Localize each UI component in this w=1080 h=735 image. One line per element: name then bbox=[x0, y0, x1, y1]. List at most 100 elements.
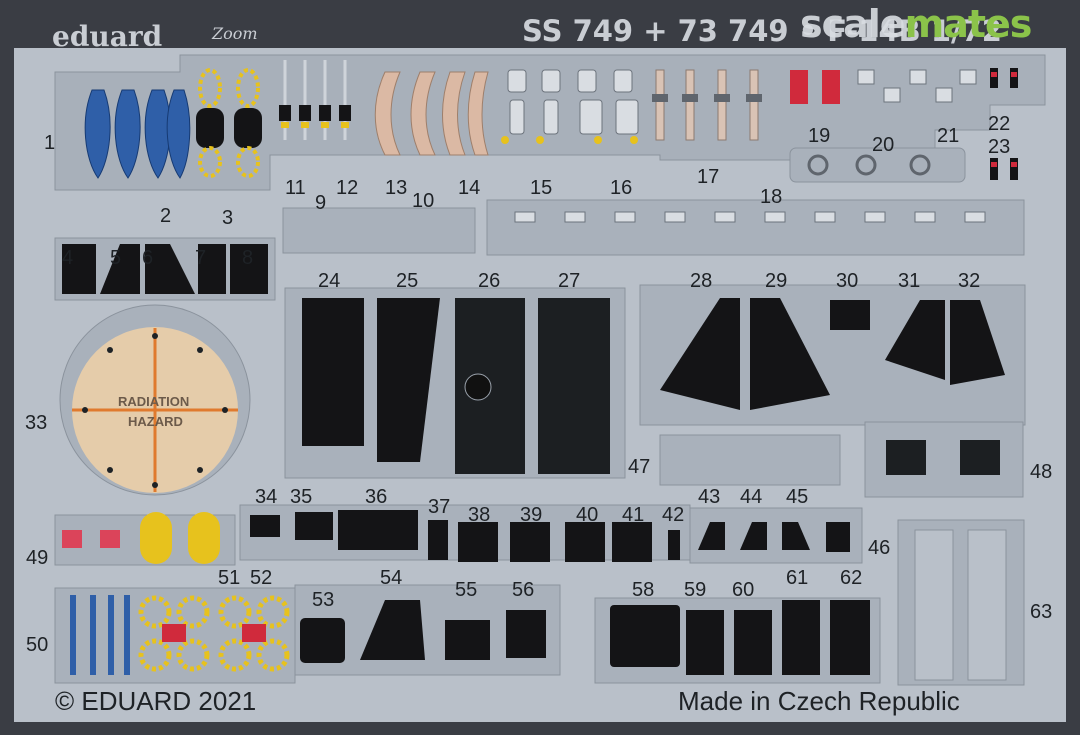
pads-49 bbox=[62, 530, 120, 548]
part-number-26: 26 bbox=[478, 270, 500, 292]
part-number-24: 24 bbox=[318, 270, 340, 292]
panels-4-8 bbox=[62, 244, 268, 294]
part-53 bbox=[300, 618, 345, 663]
part-number-40: 40 bbox=[576, 504, 598, 526]
part-number-6: 6 bbox=[142, 247, 153, 269]
panels-43-46 bbox=[698, 522, 850, 552]
part-48-right bbox=[960, 440, 1000, 475]
part-number-43: 43 bbox=[698, 486, 720, 508]
harness-52-center bbox=[162, 624, 266, 642]
part-58 bbox=[610, 605, 680, 667]
part-number-46: 46 bbox=[868, 537, 890, 559]
part-number-45: 45 bbox=[786, 486, 808, 508]
part-number-58: 58 bbox=[632, 579, 654, 601]
panel-28 bbox=[660, 298, 740, 410]
part-number-28: 28 bbox=[690, 270, 712, 292]
part-number-44: 44 bbox=[740, 486, 762, 508]
part-number-38: 38 bbox=[468, 504, 490, 526]
part-number-9: 9 bbox=[315, 192, 326, 214]
belt-group-1 bbox=[84, 89, 191, 179]
part-number-63: 63 bbox=[1030, 601, 1052, 623]
parts-22-23 bbox=[990, 68, 1018, 180]
part-number-16: 16 bbox=[610, 177, 632, 199]
panel-25 bbox=[377, 298, 440, 462]
part-47 bbox=[659, 434, 841, 486]
part-54 bbox=[360, 600, 425, 660]
part-number-55: 55 bbox=[455, 579, 477, 601]
part-number-35: 35 bbox=[290, 486, 312, 508]
part-number-56: 56 bbox=[512, 579, 534, 601]
part-63-right bbox=[967, 529, 1007, 681]
part-number-12: 12 bbox=[336, 177, 358, 199]
part-18-strip bbox=[486, 199, 1025, 256]
part-number-18: 18 bbox=[760, 186, 782, 208]
part-number-11: 11 bbox=[285, 177, 306, 199]
belt-group-3 bbox=[196, 68, 262, 178]
panel-30 bbox=[830, 300, 870, 330]
decal-line-2: HAZARD bbox=[128, 414, 183, 429]
right-frame-bar bbox=[1066, 0, 1080, 735]
part-number-29: 29 bbox=[765, 270, 787, 292]
part-number-27: 27 bbox=[558, 270, 580, 292]
part-number-22: 22 bbox=[988, 113, 1010, 135]
part-number-13: 13 bbox=[385, 177, 407, 199]
part-number-32: 32 bbox=[958, 270, 980, 292]
panel-31 bbox=[885, 300, 945, 380]
part-9-10-strip bbox=[282, 207, 476, 254]
part-number-54: 54 bbox=[380, 567, 402, 589]
part-number-59: 59 bbox=[684, 579, 706, 601]
part-number-8: 8 bbox=[242, 247, 253, 269]
part-number-33: 33 bbox=[25, 412, 47, 434]
part-48-left bbox=[886, 440, 926, 475]
panel-32 bbox=[950, 300, 1005, 385]
part-number-60: 60 bbox=[732, 579, 754, 601]
copyright: © EDUARD 2021 bbox=[55, 686, 257, 716]
pads-51 bbox=[140, 512, 220, 564]
part-number-25: 25 bbox=[396, 270, 418, 292]
part-56 bbox=[506, 610, 546, 658]
part-number-49: 49 bbox=[26, 547, 48, 569]
panel-26-dial bbox=[464, 373, 492, 401]
part-number-10: 10 bbox=[412, 190, 434, 212]
part-number-21: 21 bbox=[937, 125, 959, 147]
part-number-37: 37 bbox=[428, 496, 450, 518]
part-number-50: 50 bbox=[26, 634, 48, 656]
part-number-20: 20 bbox=[872, 134, 894, 156]
parts-21 bbox=[857, 69, 977, 103]
watermark-scale: scale bbox=[800, 2, 906, 46]
straps-17-buckles bbox=[652, 94, 762, 102]
part-number-51: 51 bbox=[218, 567, 240, 589]
part-20-holes bbox=[807, 154, 931, 176]
bottom-frame-bar bbox=[0, 722, 1080, 735]
part-number-48: 48 bbox=[1030, 461, 1052, 483]
top-frame bbox=[0, 0, 1080, 48]
part-number-61: 61 bbox=[786, 567, 808, 589]
part-number-62: 62 bbox=[840, 567, 862, 589]
part-number-17: 17 bbox=[697, 166, 719, 188]
part-number-36: 36 bbox=[365, 486, 387, 508]
part-number-3: 3 bbox=[222, 207, 233, 229]
straps-50 bbox=[70, 595, 130, 675]
part-number-39: 39 bbox=[520, 504, 542, 526]
part-number-19: 19 bbox=[808, 125, 830, 147]
part-63-left bbox=[914, 529, 954, 681]
panels-59-62 bbox=[686, 600, 870, 675]
strap-yellow-11 bbox=[281, 122, 349, 128]
part-number-23: 23 bbox=[988, 136, 1010, 158]
zoom-logo: Zoom bbox=[212, 24, 258, 43]
part-number-47: 47 bbox=[628, 456, 650, 478]
part-number-42: 42 bbox=[662, 504, 684, 526]
decal-dots bbox=[82, 333, 228, 488]
shoulder-straps-13 bbox=[374, 71, 489, 156]
part-55 bbox=[445, 620, 490, 660]
part-number-1: 1 bbox=[44, 132, 55, 154]
part-number-41: 41 bbox=[622, 504, 644, 526]
part-number-4: 4 bbox=[62, 247, 73, 269]
panel-27 bbox=[538, 298, 610, 474]
part-number-53: 53 bbox=[312, 589, 334, 611]
panel-29 bbox=[750, 298, 830, 410]
part-number-52: 52 bbox=[250, 567, 272, 589]
